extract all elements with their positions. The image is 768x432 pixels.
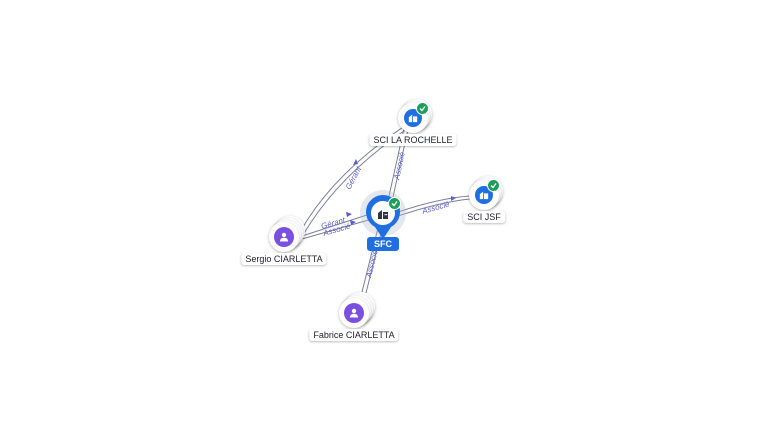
- arrow-head: [350, 220, 356, 225]
- edge-label-gerant-rochelle: Gérant: [344, 164, 364, 191]
- edge-label-associe-jsf: Associé: [420, 199, 451, 216]
- verified-check-icon: [487, 179, 500, 192]
- edge-sergio-sfc-associe: [301, 218, 373, 240]
- arrow-head: [353, 159, 358, 165]
- edge-sergio-sci-la-rochelle: [299, 119, 415, 233]
- building-icon: [377, 207, 389, 219]
- edge-sfc-sci-jsf-2: [397, 198, 471, 217]
- edge-sfc-sci-jsf: [397, 195, 471, 213]
- node-label: Fabrice CIARLETTA: [309, 329, 399, 341]
- person-icon: [344, 303, 364, 323]
- node-label: SFC: [367, 237, 399, 251]
- arrow-head: [346, 212, 352, 217]
- verified-check-icon: [388, 197, 401, 210]
- edge-sergio-sfc-gerant: [301, 213, 371, 237]
- node-label: Sergio CIARLETTA: [241, 253, 327, 265]
- verified-check-icon: [416, 102, 429, 115]
- person-icon: [274, 227, 294, 247]
- arrow-head: [451, 196, 456, 201]
- node-label: SCI LA ROCHELLE: [369, 134, 457, 146]
- edge-label-associe-rochelle: Associé: [392, 151, 407, 182]
- edge-label-associe-fabrice: Associé: [364, 249, 380, 280]
- node-label: SCI JSF: [463, 211, 505, 223]
